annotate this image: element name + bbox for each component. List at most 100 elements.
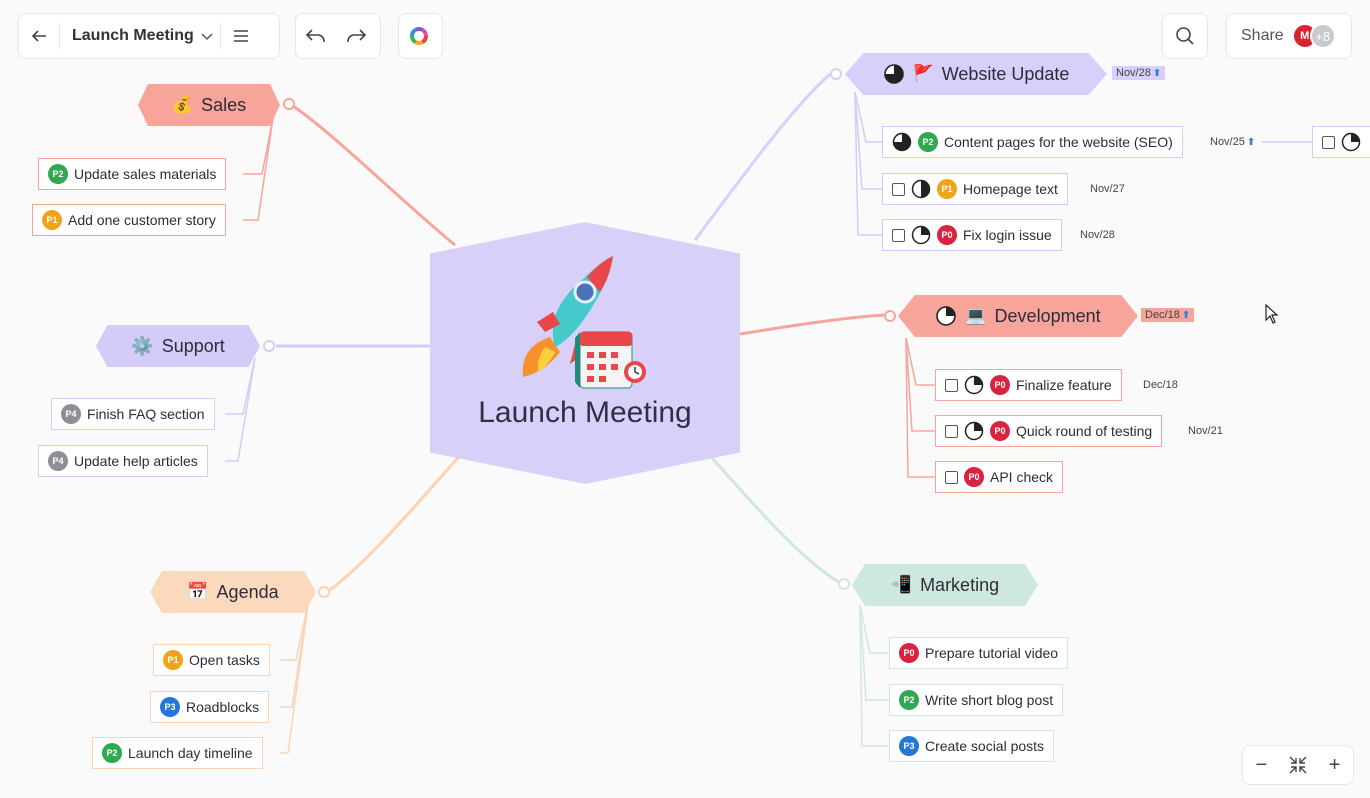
task-node[interactable]: P2 Update sales materials	[38, 158, 227, 190]
undo-button[interactable]	[296, 14, 336, 58]
branch-support[interactable]: ⚙️ Support	[96, 325, 260, 367]
task-node[interactable]: P1 Open tasks	[153, 644, 270, 676]
collapse-handle[interactable]	[884, 310, 896, 322]
progress-pie-icon	[936, 306, 957, 326]
task-node[interactable]: P0 Quick round of testing	[935, 415, 1163, 447]
checkbox[interactable]	[1322, 135, 1335, 149]
mobile-phone-icon: 📲	[890, 575, 913, 594]
due-date-label: Dec/18	[1143, 379, 1178, 391]
checkbox[interactable]	[945, 424, 958, 438]
checkbox[interactable]	[892, 182, 905, 196]
arrow-up-icon: ⬆	[1181, 310, 1191, 321]
search-button[interactable]	[1163, 14, 1207, 58]
priority-badge: P2	[102, 743, 122, 763]
task-label: Finish FAQ section	[87, 406, 205, 422]
website-branch-line	[693, 72, 832, 241]
collapse-handle[interactable]	[830, 68, 842, 80]
task-label: Update sales materials	[74, 166, 217, 182]
priority-badge: P2	[918, 132, 938, 152]
color-wheel-icon	[410, 27, 428, 45]
collapse-handle[interactable]	[283, 98, 295, 110]
branch-label: Marketing	[920, 574, 1000, 595]
priority-badge: P0	[990, 421, 1010, 441]
checkbox[interactable]	[892, 228, 905, 242]
branch-marketing[interactable]: 📲 Marketing	[852, 564, 1038, 606]
task-node[interactable]: P1 Homepage text	[882, 173, 1068, 205]
share-label: Share	[1241, 27, 1284, 44]
fit-to-screen-button[interactable]	[1283, 750, 1313, 780]
document-toolbar: Launch Meeting	[18, 13, 280, 59]
task-label: Add one customer story	[68, 212, 216, 228]
chevron-down-icon	[201, 33, 213, 41]
search-toolbar	[1162, 13, 1208, 59]
undo-icon	[305, 29, 325, 42]
collapse-handle[interactable]	[263, 340, 275, 352]
share-button[interactable]: Share M +8	[1226, 13, 1352, 59]
gear-icon: ⚙️	[131, 335, 154, 356]
toolbar-divider	[219, 23, 221, 49]
collaborators-count[interactable]: +8	[1309, 23, 1336, 49]
task-label: Prepare tutorial video	[925, 645, 1059, 661]
menu-button[interactable]	[221, 14, 261, 58]
branch-label: Support	[161, 335, 225, 356]
priority-badge: P1	[937, 179, 957, 199]
due-date: Dec/18	[1145, 309, 1180, 321]
branch-agenda[interactable]: 📅 Agenda	[150, 571, 316, 613]
task-node[interactable]: P0 Prepare tutorial video	[889, 637, 1069, 669]
task-label: Quick round of testing	[1016, 423, 1153, 439]
redo-icon	[347, 29, 367, 42]
task-node-subtask[interactable]	[1312, 126, 1370, 158]
money-bag-icon: 💰	[171, 95, 194, 114]
checkbox[interactable]	[945, 378, 958, 392]
development-branch-line	[739, 313, 885, 336]
branch-label: Agenda	[216, 581, 279, 602]
collapse-handle[interactable]	[318, 586, 330, 598]
task-node[interactable]: P0 Fix login issue	[882, 219, 1062, 251]
document-title-dropdown[interactable]: Launch Meeting	[60, 27, 220, 45]
priority-badge: P2	[48, 164, 68, 184]
task-node[interactable]: P4 Update help articles	[38, 445, 208, 477]
task-node[interactable]: P2 Content pages for the website (SEO)	[882, 126, 1183, 158]
collapse-arrows-icon	[1289, 756, 1307, 774]
branch-label: Website Update	[941, 63, 1070, 84]
back-button[interactable]	[19, 14, 59, 58]
task-node[interactable]: P0 API check	[935, 461, 1064, 493]
calendar-icon: 📅	[187, 582, 209, 601]
arrow-left-icon	[31, 30, 46, 42]
task-node[interactable]: P2 Launch day timeline	[92, 737, 263, 769]
task-node[interactable]: P1 Add one customer story	[32, 204, 226, 236]
task-label: Fix login issue	[963, 227, 1052, 243]
task-node[interactable]: P0 Finalize feature	[935, 369, 1122, 401]
redo-button[interactable]	[336, 14, 376, 58]
branch-development[interactable]: 💻 Development	[898, 295, 1138, 337]
rocket-calendar-icon	[522, 256, 646, 389]
collapse-handle[interactable]	[838, 578, 850, 590]
sales-branch-line	[289, 102, 456, 247]
priority-badge: P3	[160, 697, 180, 717]
branch-label: Development	[994, 305, 1101, 326]
priority-badge: P0	[964, 467, 984, 487]
checkbox[interactable]	[945, 470, 958, 484]
history-toolbar	[295, 13, 381, 59]
branch-sales[interactable]: 💰 Sales	[138, 84, 280, 126]
due-date-tag[interactable]: Nov/28⬆	[1112, 66, 1166, 80]
hamburger-icon	[233, 30, 248, 42]
color-theme-button[interactable]	[399, 14, 439, 58]
branch-website-update[interactable]: 🚩 Website Update	[845, 53, 1107, 95]
task-node[interactable]: P2 Write short blog post	[889, 684, 1064, 716]
task-label: Open tasks	[189, 652, 260, 668]
priority-badge: P4	[61, 404, 81, 424]
due-date-label: Nov/21	[1188, 425, 1223, 437]
marketing-branch-line	[703, 448, 843, 586]
task-node[interactable]: P4 Finish FAQ section	[51, 398, 215, 430]
zoom-in-button[interactable]: +	[1328, 753, 1341, 776]
due-date-tag[interactable]: Dec/18⬆	[1141, 308, 1195, 322]
flag-icon: 🚩	[912, 64, 934, 83]
task-node[interactable]: P3 Roadblocks	[150, 691, 270, 723]
priority-badge: P0	[899, 643, 919, 663]
zoom-out-button[interactable]: −	[1255, 753, 1268, 776]
task-node[interactable]: P3 Create social posts	[889, 730, 1055, 762]
task-label: Write short blog post	[925, 692, 1054, 708]
progress-pie-icon	[1341, 132, 1361, 152]
